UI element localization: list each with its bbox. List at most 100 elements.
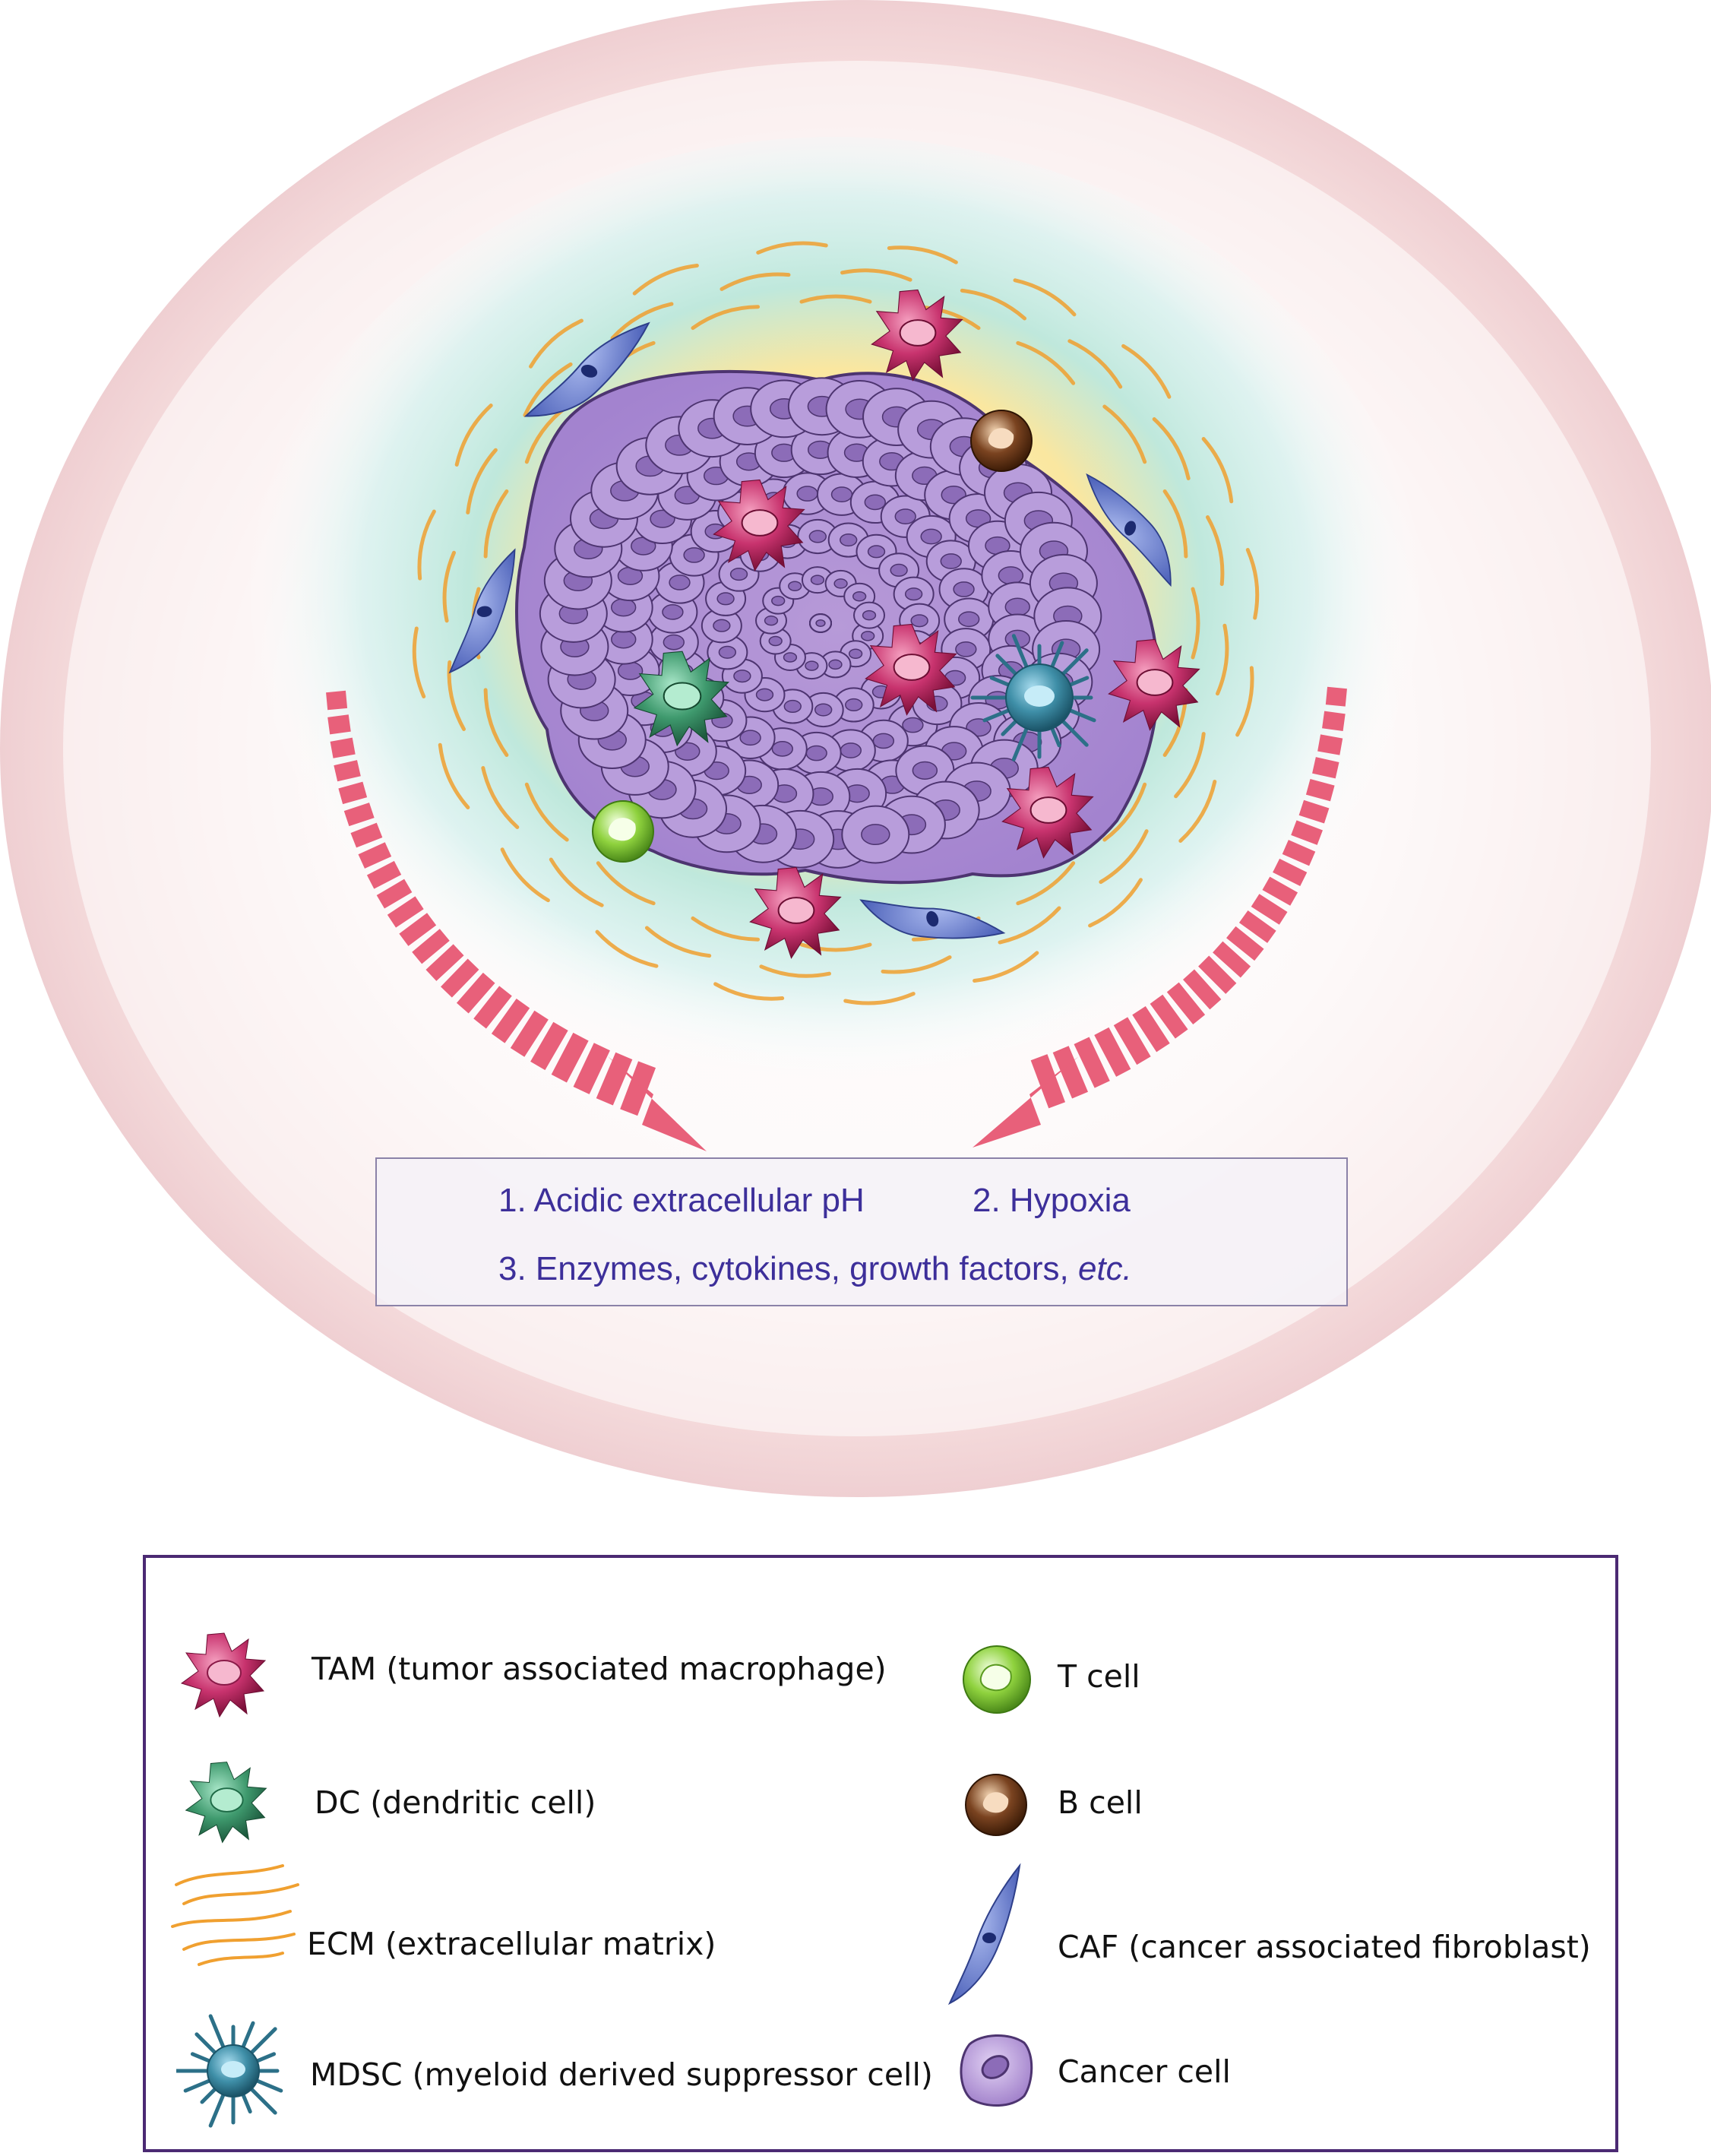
legend: TAM (tumor associated macrophage) DC (de… <box>143 1555 1618 2152</box>
ecm-fiber <box>483 489 509 559</box>
arrow-dash <box>551 1032 589 1083</box>
tumor-cell <box>841 805 910 864</box>
arrow-dash <box>441 958 479 998</box>
ecm-fiber <box>417 509 436 581</box>
scene-cells <box>448 289 1200 959</box>
ecm-fiber <box>960 288 1027 321</box>
ecm-fiber <box>523 362 573 417</box>
arrow-dash <box>1262 876 1298 906</box>
factor-acidic-ph: 1. Acidic extracellular pH <box>498 1182 865 1219</box>
caf-cell <box>1086 473 1172 587</box>
arrow-dash <box>473 986 512 1029</box>
ecm-fiber <box>1016 340 1076 385</box>
arrow-dash <box>573 1043 610 1094</box>
t-cell-icon <box>963 1645 1031 1714</box>
ecm-fiber <box>610 302 674 340</box>
ecm-fiber <box>1152 417 1191 480</box>
ecm-fiber <box>1099 829 1149 885</box>
ecm-fiber <box>691 305 761 331</box>
arrow-dash <box>338 781 368 805</box>
b-cell-icon <box>965 1774 1027 1836</box>
ecm-fiber <box>412 626 426 698</box>
ecm-fiber <box>973 951 1039 983</box>
mdsc-icon <box>176 2014 283 2128</box>
tme-factors-box: 1. Acidic extracellular pH 2. Hypoxia 3.… <box>375 1157 1348 1306</box>
ecm-fiber <box>466 448 498 514</box>
arrow-dash <box>366 860 402 889</box>
ecm-fiber <box>799 942 872 952</box>
ecm-fiber <box>1102 782 1147 842</box>
factor-etc-text: etc. <box>1077 1250 1132 1287</box>
arrow-dash <box>334 760 361 782</box>
ecm-fiber <box>1178 780 1217 843</box>
legend-tam-label: TAM (tumor associated macrophage) <box>312 1651 887 1687</box>
arrow-dash <box>1074 1037 1110 1088</box>
arrow-dash <box>1325 686 1347 707</box>
arrow-dash <box>358 842 392 869</box>
arrow-dash <box>1291 820 1323 845</box>
arrow-dash <box>510 1010 549 1057</box>
ecm-fiber <box>720 272 791 291</box>
arrow-head <box>973 1056 1079 1148</box>
arrow-dash <box>456 972 495 1014</box>
ecm-fiber <box>843 992 916 1005</box>
legend-mdsc-label: MDSC (myeloid derived suppressor cell) <box>310 2056 933 2093</box>
ecm-fiber <box>644 926 712 958</box>
ecm-fiber <box>1216 623 1229 696</box>
ecm-fiber <box>632 263 699 296</box>
tumor-cell <box>707 635 748 670</box>
ecm-fiber <box>1245 548 1260 620</box>
ecm-fiber <box>887 245 958 264</box>
arrow-dash <box>1166 982 1206 1024</box>
arrow-dash <box>327 714 351 735</box>
ecm-fiber <box>1191 587 1200 660</box>
arrow-dash <box>350 822 383 848</box>
ecm-fiber <box>1174 732 1206 799</box>
tumor-cell <box>701 608 742 644</box>
arrow-dash <box>1052 1046 1089 1099</box>
tumor-cell <box>853 601 886 629</box>
arrow-dash <box>425 944 464 981</box>
arrow-dash <box>330 737 356 758</box>
arrow-dash <box>376 879 413 909</box>
ecm-fiber <box>799 294 872 304</box>
ecm-fiber <box>529 318 584 369</box>
factor-enzymes-text: 3. Enzymes, cytokines, growth factors, <box>498 1250 1078 1287</box>
ecm-fiber <box>840 268 912 282</box>
ecm-fiber <box>1121 344 1172 399</box>
arrow-dash <box>399 913 437 946</box>
arrow-dash <box>1226 926 1264 961</box>
legend-dc-label: DC (dendritic cell) <box>315 1784 596 1821</box>
arrow-dash <box>1094 1027 1131 1077</box>
tam-cell <box>713 479 805 571</box>
ecm-fiber <box>759 964 831 978</box>
cancer-cell-icon <box>960 2034 1033 2107</box>
arrow-dash <box>530 1021 568 1071</box>
ecm-fiber <box>483 688 509 758</box>
dc-icon <box>185 1762 267 1843</box>
ecm-icon <box>171 1864 299 1966</box>
arrow-dash <box>412 929 450 964</box>
arrow-dash <box>1132 1005 1170 1053</box>
arrow-dash <box>1317 734 1343 755</box>
legend-caf-label: CAF (cancer associated fibroblast) <box>1058 1929 1591 1965</box>
legend-b-cell-label: B cell <box>1058 1784 1143 1821</box>
tumor-cell <box>759 627 792 655</box>
arrow-dash <box>1113 1017 1151 1065</box>
ecm-fiber <box>756 241 828 255</box>
caf-cell <box>523 321 650 417</box>
arrow-dash <box>1150 994 1188 1039</box>
tam-cell <box>1001 766 1094 859</box>
legend-t-cell-label: T cell <box>1058 1658 1140 1695</box>
ecm-fiber <box>481 766 520 829</box>
legend-cancer-cell-label: Cancer cell <box>1058 2053 1231 2090</box>
arrow-dash <box>1238 910 1276 943</box>
ecm-fiber <box>1088 878 1143 928</box>
ecm-fiber <box>1067 339 1123 389</box>
arrow-dash <box>1273 858 1308 886</box>
ecm-fiber <box>1162 489 1188 559</box>
caf-icon <box>947 1863 1021 2006</box>
t-cell <box>592 800 654 863</box>
arrow-head <box>608 1056 707 1151</box>
